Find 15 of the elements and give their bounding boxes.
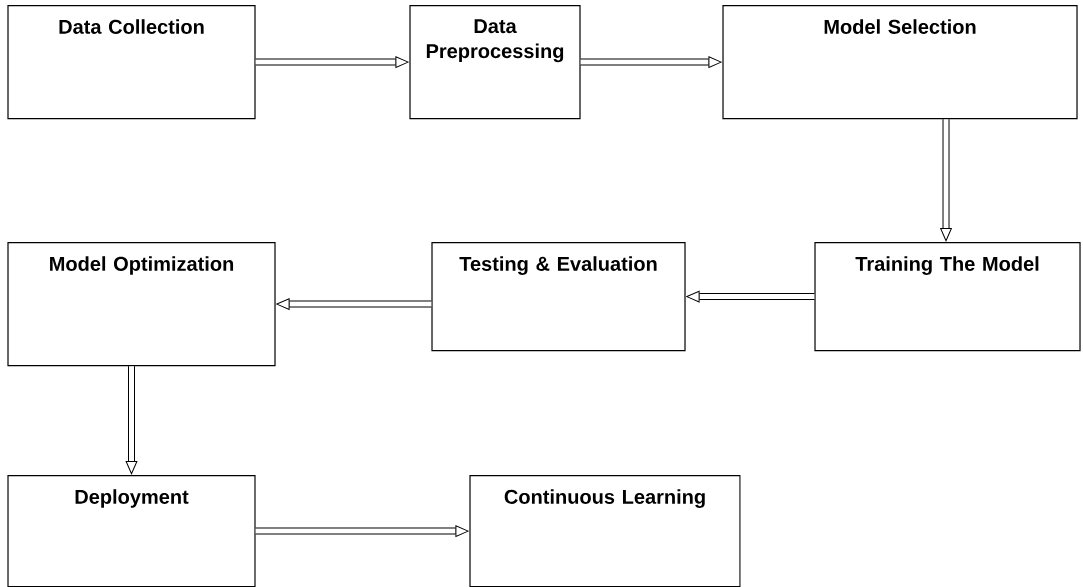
arrow	[686, 290, 815, 303]
process-box: Model Optimization	[7, 242, 276, 367]
process-box: Data Collection	[7, 5, 256, 120]
arrow	[580, 56, 722, 68]
process-box: Deployment	[7, 475, 256, 587]
arrow	[255, 56, 409, 68]
process-box: Continuous Learning	[469, 475, 741, 587]
arrow	[255, 525, 469, 537]
process-box: Training The Model	[814, 242, 1081, 352]
process-box: Testing & Evaluation	[431, 242, 686, 352]
arrow	[125, 366, 138, 475]
arrow	[940, 119, 952, 242]
process-box: Model Selection	[722, 5, 1078, 120]
arrow	[276, 298, 432, 310]
process-box: Data Preprocessing	[409, 5, 581, 120]
